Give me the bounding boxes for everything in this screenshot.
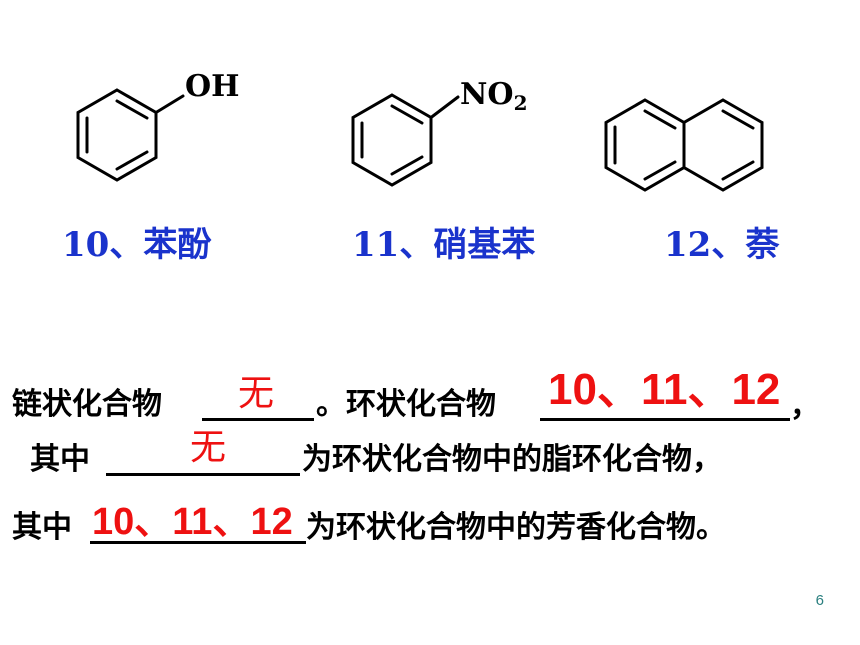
naphthalene-structure [604, 98, 764, 192]
q3-blank [90, 541, 306, 544]
q3-text: 为环状化合物中的芳香化合物。 [306, 510, 726, 545]
q1-mid-text: 。环状化合物 [316, 387, 496, 422]
q1-answer: 无 [238, 373, 275, 414]
q1-answer-2: 10、11、12 [548, 365, 781, 414]
nitro-group-label: NO2 [460, 77, 528, 115]
caption-nitrobenzene: 11、硝基苯 [352, 225, 536, 265]
q1-blank [202, 418, 314, 421]
q3-label: 其中 [12, 510, 72, 545]
q2-blank [106, 473, 300, 476]
q2-text: 为环状化合物中的脂环化合物， [302, 442, 722, 477]
q3-answer: 10、11、12 [92, 501, 293, 543]
nitrobenzene-structure [351, 93, 460, 187]
phenol-oh-label: OH [185, 69, 240, 104]
q1-blank-2 [540, 418, 790, 421]
q1-label: 链状化合物 [12, 387, 162, 422]
caption-phenol: 10、苯酚 [62, 225, 212, 265]
phenol-structure [76, 88, 185, 182]
q2-label: 其中 [30, 442, 90, 477]
page-number: 6 [815, 592, 824, 609]
q1-end-punct: ， [790, 389, 820, 424]
caption-naphthalene: 12、萘 [664, 225, 780, 265]
q2-answer: 无 [190, 427, 227, 468]
